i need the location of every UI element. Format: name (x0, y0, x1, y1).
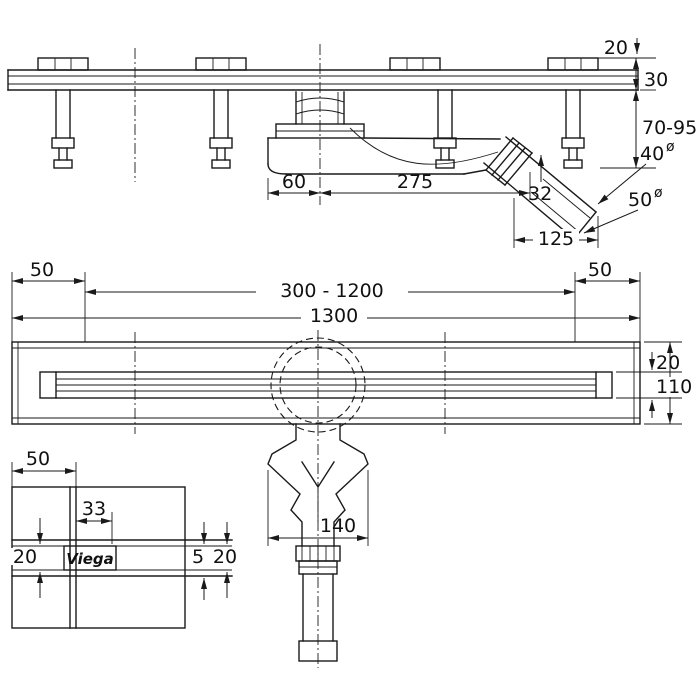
corner-detail-view: Viega 50 33 20 5 20 (11, 448, 241, 629)
dim-frame-height-label: 30 (644, 69, 668, 91)
dia-symbol-50-icon: ø (654, 185, 663, 201)
fixing-tabs (37, 57, 599, 71)
dim-125-label: 125 (538, 228, 574, 250)
drain-body-hidden-circles (270, 337, 366, 433)
dim-140-label: 140 (320, 515, 356, 537)
dim-20-left-label: 20 (13, 546, 37, 568)
dim-60-label: 60 (282, 171, 306, 193)
detail-dimensions: 50 33 20 5 20 (11, 448, 241, 600)
side-elevation-view: 20 30 70-95 40 ø 50 ø 60 275 32 125 (7, 37, 697, 250)
viega-logo-text: Viega (66, 550, 114, 568)
dim-50-left-label: 50 (30, 259, 54, 281)
dim-1300-label: 1300 (310, 305, 358, 327)
support-legs (51, 89, 585, 169)
viega-logo-box (63, 545, 117, 571)
outlet-pipe (483, 136, 597, 240)
viega-logo: Viega (63, 545, 117, 571)
dim-edge-50-label: 50 (26, 448, 50, 470)
grate (39, 371, 613, 399)
dim-33-label: 33 (82, 498, 106, 520)
dim-range-label: 300 - 1200 (280, 280, 384, 302)
odour-trap (267, 423, 369, 547)
channel-rail (7, 69, 639, 91)
dim-110-label: 110 (656, 376, 692, 398)
dim-dia50-label: 50 (628, 189, 652, 211)
dim-50-right-label: 50 (588, 259, 612, 281)
plan-view: 50 300 - 1200 50 1300 20 110 140 (11, 259, 696, 668)
channel-body (11, 341, 641, 425)
dim-adjust-range-label: 70-95 (642, 117, 697, 139)
dim-grate-width-label: 20 (656, 352, 680, 374)
dim-275-label: 275 (397, 171, 433, 193)
dim-dia40-label: 40 (640, 143, 664, 165)
dim-grate-recess-label: 20 (604, 37, 628, 59)
dia-symbol-40-icon: ø (666, 139, 675, 155)
dim-32-label: 32 (528, 183, 552, 205)
drain-body (267, 91, 501, 175)
plan-view-dimensions: 50 300 - 1200 50 1300 20 110 140 (11, 259, 696, 546)
side-view-dimensions: 20 30 70-95 40 ø 50 ø 60 275 32 125 (267, 37, 697, 250)
vertical-outlet-pipe (295, 545, 341, 662)
dim-5-label: 5 (192, 546, 204, 568)
dim-20-right-label: 20 (213, 546, 237, 568)
